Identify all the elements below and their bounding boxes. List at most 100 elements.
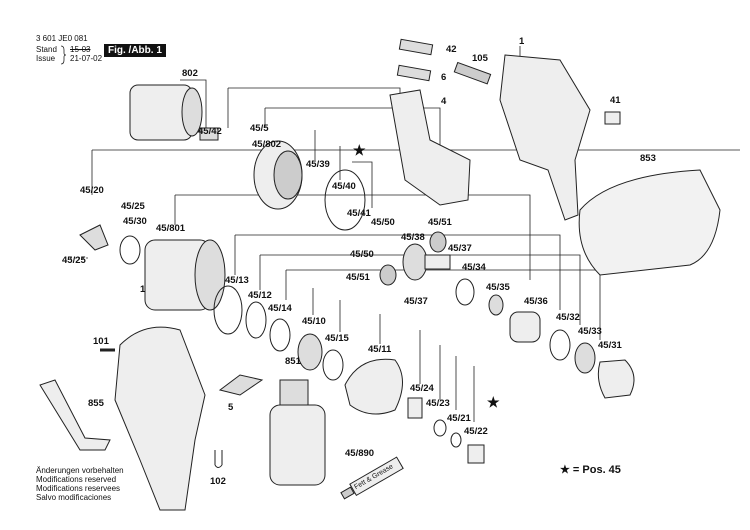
ring-45-33	[574, 342, 596, 374]
part-label: 105	[472, 53, 488, 64]
part-label: 45/12	[248, 290, 272, 301]
part-label: 45/51	[346, 272, 370, 283]
part-label: 5	[228, 402, 234, 413]
spindle-assembly	[379, 231, 451, 286]
mod-es: Salvo modificaciones	[36, 493, 112, 502]
stand-label: Stand	[36, 45, 57, 54]
part-label: 45/21	[447, 413, 471, 424]
part-5	[218, 374, 264, 396]
part-label: 45/802	[252, 139, 282, 150]
part-label: 45/36	[524, 296, 548, 307]
part-label: 45/890	[345, 448, 375, 459]
shaft-45-20	[79, 224, 109, 251]
mod-de: Änderungen vorbehalten	[36, 466, 124, 475]
star-marker: ★	[487, 394, 500, 410]
part-label: 102	[210, 476, 226, 487]
part-label: 42	[446, 44, 457, 55]
ring-45-14	[269, 318, 291, 352]
part-label: 1	[519, 36, 525, 47]
modifications-note: Änderungen vorbehalten Modifications res…	[36, 466, 124, 502]
charger-853	[578, 169, 721, 276]
ring-45-40	[324, 169, 366, 231]
ring-45-13	[213, 285, 243, 335]
issue-label: Issue	[36, 54, 56, 63]
ring-45-12	[245, 301, 267, 339]
ring-45-32	[549, 329, 571, 361]
ring-45-21	[450, 432, 462, 448]
star-marker: ★	[353, 142, 366, 158]
part-number: 3 601 JE0 081	[36, 34, 88, 43]
issue-value: 21-07-02	[70, 54, 103, 63]
part-label: 45/10	[302, 316, 326, 327]
mod-en: Modifications reserved	[36, 475, 117, 484]
part-label: 45/25	[121, 201, 145, 212]
legend: ★ = Pos. 45	[560, 464, 621, 476]
part-label: 45/22	[464, 426, 488, 437]
part-label: 45/23	[426, 398, 450, 409]
ring-45-10	[297, 333, 323, 371]
part-label: 851	[285, 356, 301, 367]
part-label: 45/34	[462, 262, 486, 273]
battery-851	[269, 379, 326, 486]
part-45-22	[467, 444, 485, 464]
part-label: 45/20	[80, 185, 104, 196]
part-label: 45/31	[598, 340, 622, 351]
part-label: 853	[640, 153, 656, 164]
ring-45-35	[488, 294, 504, 316]
label-42	[398, 38, 434, 56]
clip-102	[214, 450, 223, 468]
part-label: 45/38	[401, 232, 425, 243]
part-label: 45/32	[556, 312, 580, 323]
spring-45-36	[509, 311, 541, 343]
gearbox-housing	[144, 239, 226, 311]
anvil-45-31	[597, 359, 635, 399]
figure-label: Fig. /Abb. 1	[104, 44, 166, 57]
nose-cover	[344, 358, 403, 415]
gear-housing	[253, 140, 303, 210]
part-label: 1	[140, 284, 146, 295]
part-label: 45/801	[156, 223, 186, 234]
part-label: 45/40	[332, 181, 356, 192]
part-label: 41	[610, 95, 621, 106]
part-label: 45/50	[371, 217, 395, 228]
plate-105	[453, 61, 492, 85]
part-label: 45/35	[486, 282, 510, 293]
part-label: 855	[88, 398, 104, 409]
part-label: 45/13	[225, 275, 249, 286]
part-label: 45/37	[448, 243, 472, 254]
switch-assembly	[389, 89, 471, 206]
part-label: 45/41	[347, 208, 371, 219]
part-label: 45/5	[250, 123, 269, 134]
belt-clip-855	[39, 379, 111, 451]
part-label: 45/51	[428, 217, 452, 228]
part-label: 45/15	[325, 333, 349, 344]
ring-45-23	[433, 419, 447, 437]
ring-45-30	[119, 235, 141, 265]
part-label: 45/42	[198, 126, 222, 137]
stand-value: 15-03	[70, 45, 91, 54]
part-label: 45/14	[268, 303, 292, 314]
part-41	[604, 111, 621, 125]
part-label: 45/39	[306, 159, 330, 170]
part-label: 45/25	[62, 255, 86, 266]
ring-45-15	[322, 349, 344, 381]
spring-45-24	[407, 397, 423, 419]
part-label: 45/24	[410, 383, 434, 394]
label-6	[396, 64, 432, 82]
housing-half-left	[114, 326, 206, 511]
housing-half-right	[499, 54, 591, 221]
part-label: 45/37	[404, 296, 428, 307]
part-label: 45/11	[368, 344, 392, 355]
part-label: 101	[93, 336, 109, 347]
part-label: 45/30	[123, 216, 147, 227]
mod-fr: Modifications reservees	[36, 484, 121, 493]
part-label: 802	[182, 68, 198, 79]
part-label: 45/50	[350, 249, 374, 260]
part-label: 45/33	[578, 326, 602, 337]
motor-part	[129, 84, 219, 141]
part-label: 6	[441, 72, 447, 83]
ring-45-34	[455, 278, 475, 306]
part-label: 4	[441, 96, 447, 107]
